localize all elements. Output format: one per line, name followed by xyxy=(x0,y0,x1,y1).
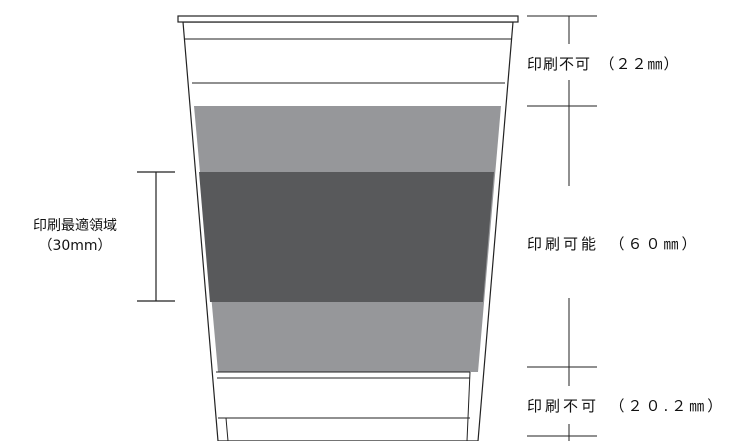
cup-rim xyxy=(177,15,519,23)
label-optimal-area-size: （30mm） xyxy=(38,238,112,254)
label-optimal-area-title: 印刷最適領域 xyxy=(33,218,117,234)
cup-inner-edge xyxy=(466,371,471,441)
optimal-band xyxy=(199,172,494,302)
label-top-non-printable: 印刷不可 （２２㎜） xyxy=(527,55,680,73)
label-printable: 印刷可能 （６０㎜） xyxy=(527,235,700,253)
label-optimal-area: 印刷最適領域 （30mm） xyxy=(6,216,144,256)
cup-inner-edge-left xyxy=(225,417,229,441)
label-bottom-non-printable: 印刷不可 （２０.２㎜） xyxy=(527,397,726,415)
